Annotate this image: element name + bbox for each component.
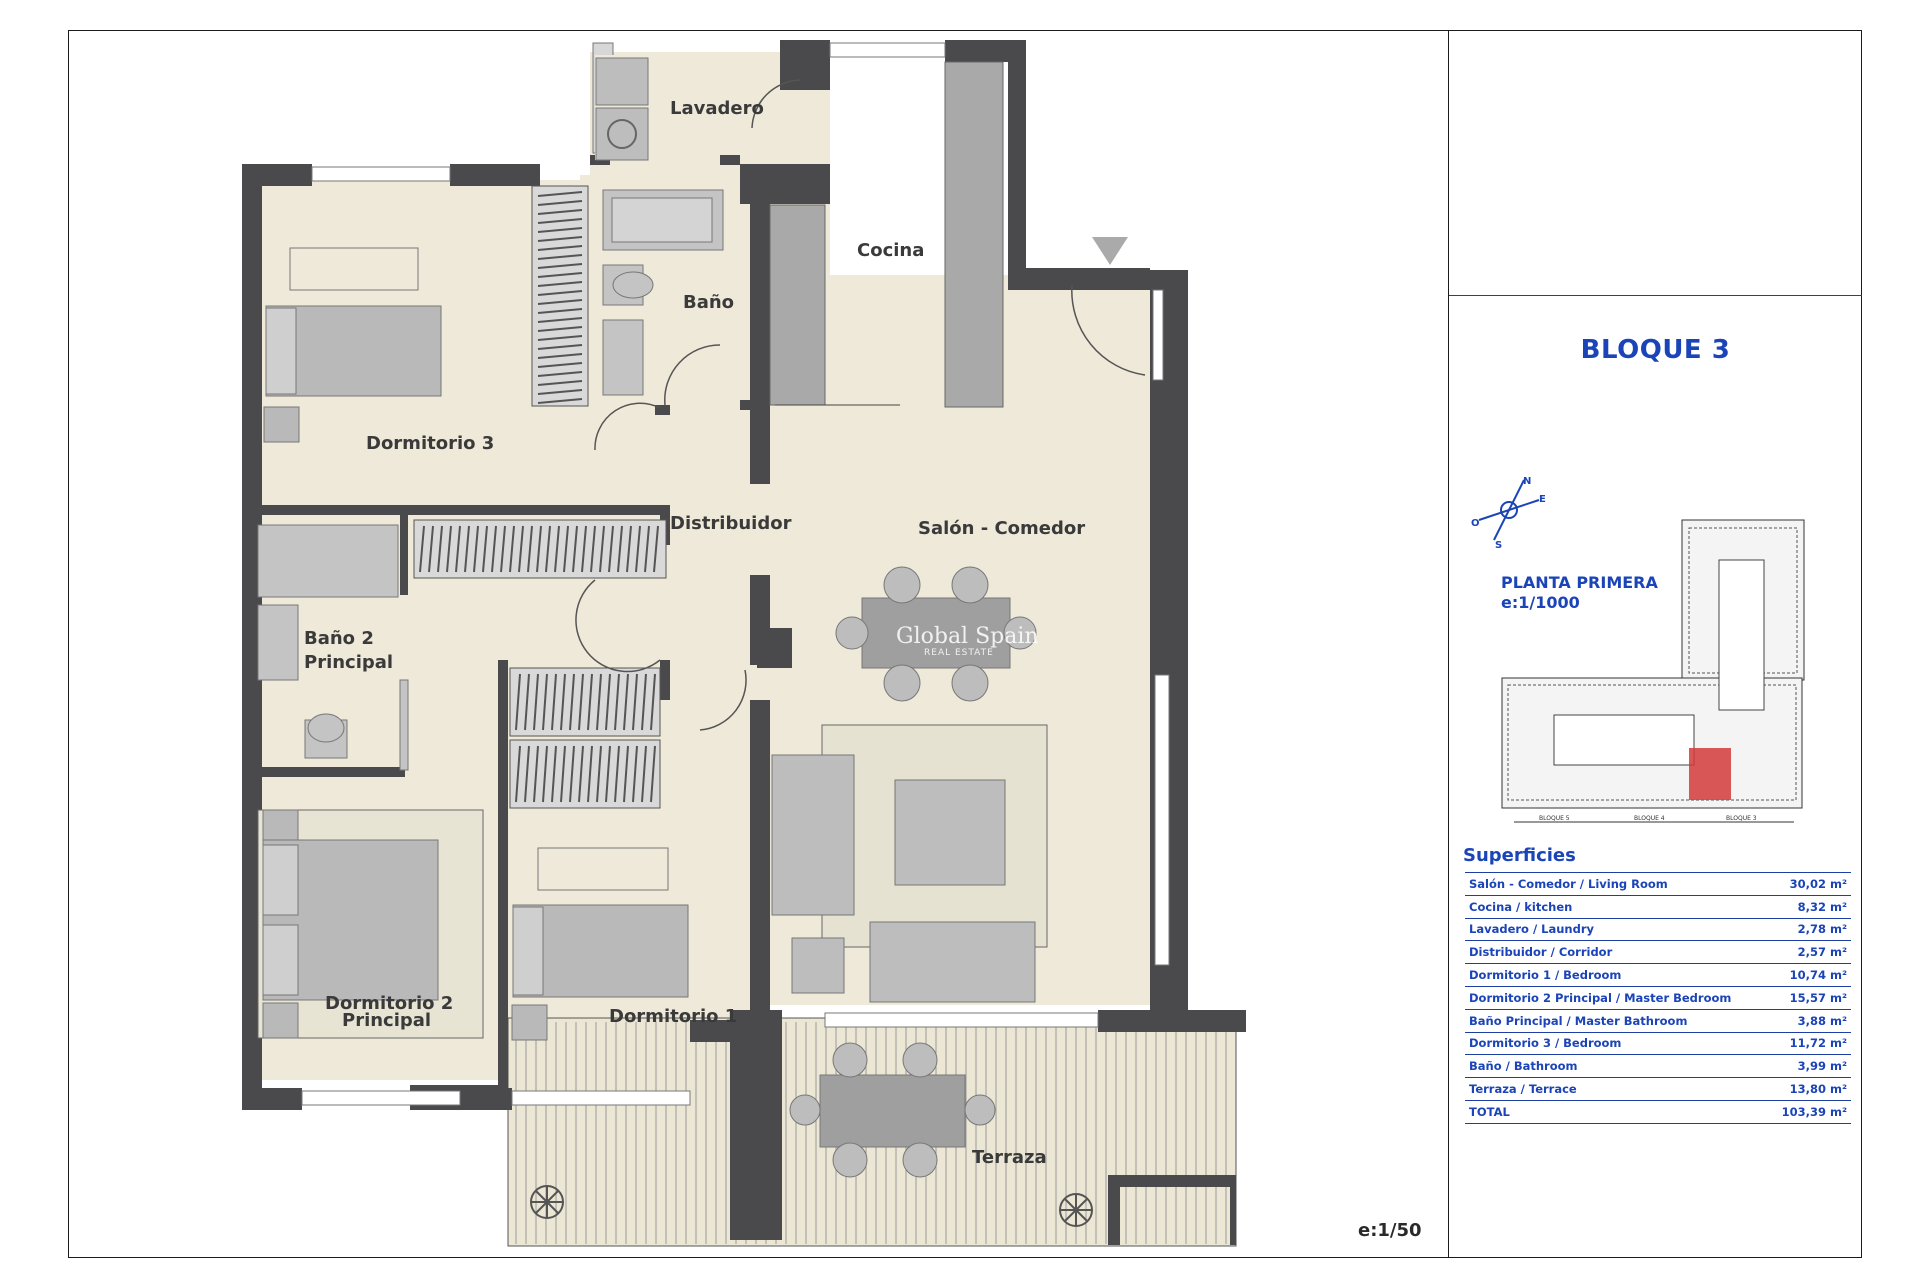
key-plan-label-bloque-3: BLOQUE 3 [1726, 815, 1757, 822]
room-label-cocina: Cocina [857, 240, 925, 261]
compass-o: O [1471, 518, 1480, 529]
watermark-main: Global Spain [896, 624, 1039, 649]
surface-name: Cocina / kitchen [1465, 895, 1769, 919]
surface-name: Terraza / Terrace [1465, 1077, 1769, 1101]
surface-value: 8,32 m² [1768, 895, 1851, 919]
panel-top-box [1449, 30, 1862, 296]
level-scale: e:1/1000 [1501, 593, 1580, 612]
surface-name: Distribuidor / Corridor [1465, 940, 1769, 965]
surface-value: 15,57 m² [1768, 986, 1851, 1010]
plan-scale-label: e:1/50 [1358, 1220, 1422, 1241]
surface-value: 3,88 m² [1768, 1009, 1851, 1033]
beds [257, 247, 689, 1041]
compass-e: E [1539, 494, 1546, 505]
surface-name: Dormitorio 1 / Bedroom [1465, 963, 1769, 987]
compass-n: N [1523, 476, 1531, 487]
surface-value: 2,78 m² [1768, 918, 1851, 942]
bathroom-fixtures [257, 189, 724, 771]
level-title: PLANTA PRIMERA [1501, 573, 1658, 592]
info-panel: BLOQUE 3 BLOQUE 5 BLOQUE 4 BLOQUE 3 N E … [1448, 30, 1862, 1258]
wardrobes [413, 185, 667, 809]
room-label-dormitorio-1: Dormitorio 1 [609, 1006, 738, 1027]
kitchen-counters [769, 61, 1004, 408]
surface-name: TOTAL [1465, 1100, 1769, 1124]
surface-name: Dormitorio 2 Principal / Master Bedroom [1465, 986, 1769, 1010]
key-plan-image: BLOQUE 5 BLOQUE 4 BLOQUE 3 [1501, 519, 1805, 823]
room-label-dormitorio-3: Dormitorio 3 [366, 433, 495, 454]
room-label-salon-comedor: Salón - Comedor [918, 518, 1086, 539]
surface-name: Baño / Bathroom [1465, 1054, 1769, 1079]
room-label-dormitorio-2-line2: Principal [342, 1010, 432, 1031]
laundry-appliances [595, 55, 650, 161]
surface-value: 11,72 m² [1768, 1032, 1851, 1056]
surface-value: 2,57 m² [1768, 940, 1851, 965]
room-label-terraza: Terraza [972, 1147, 1047, 1168]
room-label-bano-2-line2: Principal [304, 652, 394, 673]
entrance-marker [1092, 237, 1128, 265]
room-label-distribuidor: Distribuidor [670, 513, 792, 534]
surface-value: 3,99 m² [1768, 1054, 1851, 1079]
plan-sheet-border [68, 30, 1862, 1258]
terrace-plants [530, 1185, 1093, 1227]
room-label-lavadero: Lavadero [670, 98, 764, 119]
key-plan-label-bloque-4: BLOQUE 4 [1634, 815, 1665, 822]
floor-plan [242, 40, 1246, 1247]
surface-name: Lavadero / Laundry [1465, 918, 1769, 942]
compass-icon: N E S O [1471, 476, 1546, 550]
surface-value: 13,80 m² [1768, 1077, 1851, 1101]
surface-name: Baño Principal / Master Bathroom [1465, 1009, 1769, 1033]
surface-value: 30,02 m² [1768, 872, 1851, 896]
key-plan-label-bloque-5: BLOQUE 5 [1539, 815, 1570, 822]
watermark-sub: REAL ESTATE [924, 648, 994, 658]
surface-name: Salón - Comedor / Living Room [1465, 872, 1769, 896]
living-room-furniture [771, 566, 1048, 1178]
surface-value: 103,39 m² [1768, 1100, 1851, 1124]
surface-value: 10,74 m² [1768, 963, 1851, 987]
room-label-bano: Baño [683, 292, 735, 313]
compass-s: S [1495, 540, 1502, 550]
surfaces-title: Superficies [1463, 845, 1576, 866]
block-title: BLOQUE 3 [1580, 335, 1731, 365]
room-label-dormitorio-2-line1: Dormitorio 2 [325, 993, 454, 1014]
room-label-bano-2-line1: Baño 2 [304, 628, 374, 649]
door-swings [575, 79, 1146, 731]
surface-name: Dormitorio 3 / Bedroom [1465, 1032, 1769, 1056]
